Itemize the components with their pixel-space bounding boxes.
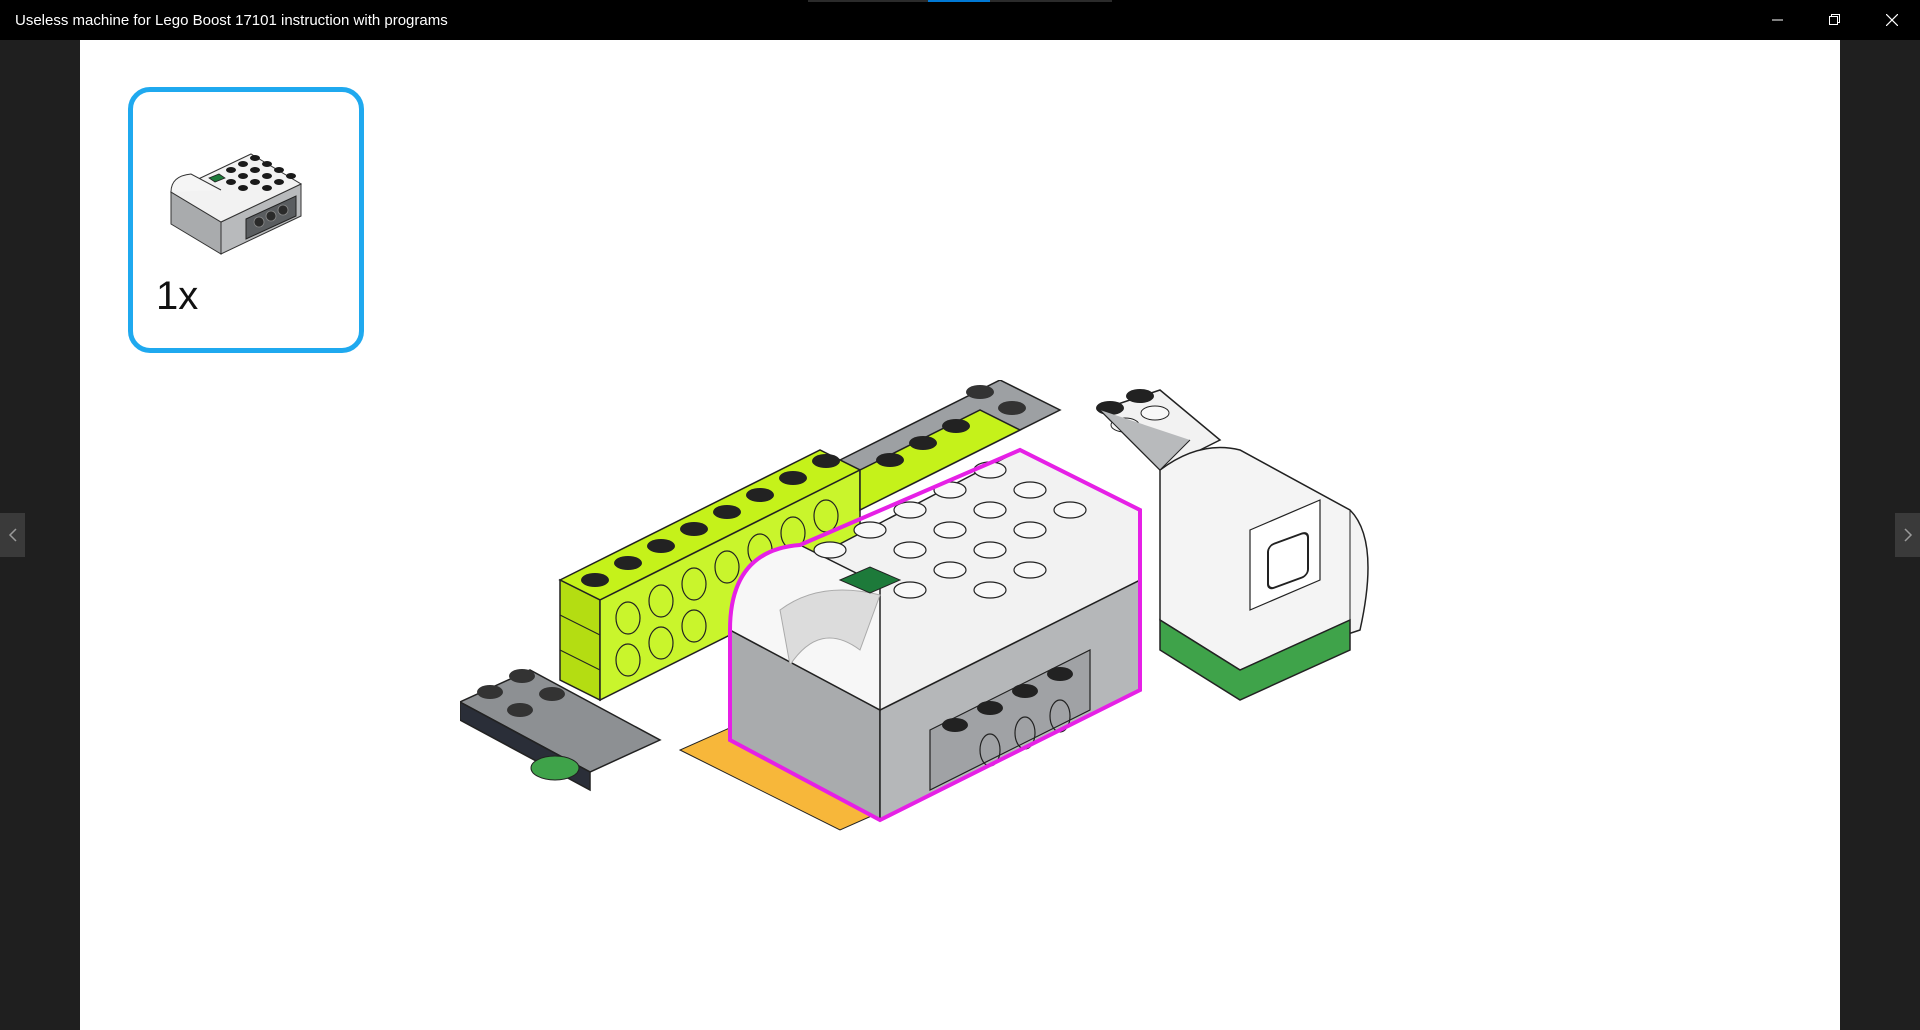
close-icon	[1886, 14, 1898, 26]
chevron-right-icon	[1903, 527, 1913, 543]
caption-buttons	[1749, 0, 1920, 40]
chevron-left-icon	[8, 527, 18, 543]
next-page-button[interactable]	[1895, 513, 1920, 557]
model-illustration	[460, 380, 1580, 940]
restore-icon	[1829, 14, 1841, 26]
restore-button[interactable]	[1806, 0, 1863, 40]
instruction-page: 1x	[80, 40, 1840, 1030]
minimize-icon	[1772, 14, 1784, 26]
previous-page-button[interactable]	[0, 513, 25, 557]
part-quantity: 1x	[156, 276, 198, 316]
close-button[interactable]	[1863, 0, 1920, 40]
window-title: Useless machine for Lego Boost 17101 ins…	[0, 12, 448, 29]
tab-indicator-accent	[928, 0, 990, 2]
title-bar[interactable]: Useless machine for Lego Boost 17101 ins…	[0, 0, 1920, 40]
parts-callout: 1x	[128, 87, 364, 353]
move-hub-part-image	[161, 124, 331, 274]
minimize-button[interactable]	[1749, 0, 1806, 40]
